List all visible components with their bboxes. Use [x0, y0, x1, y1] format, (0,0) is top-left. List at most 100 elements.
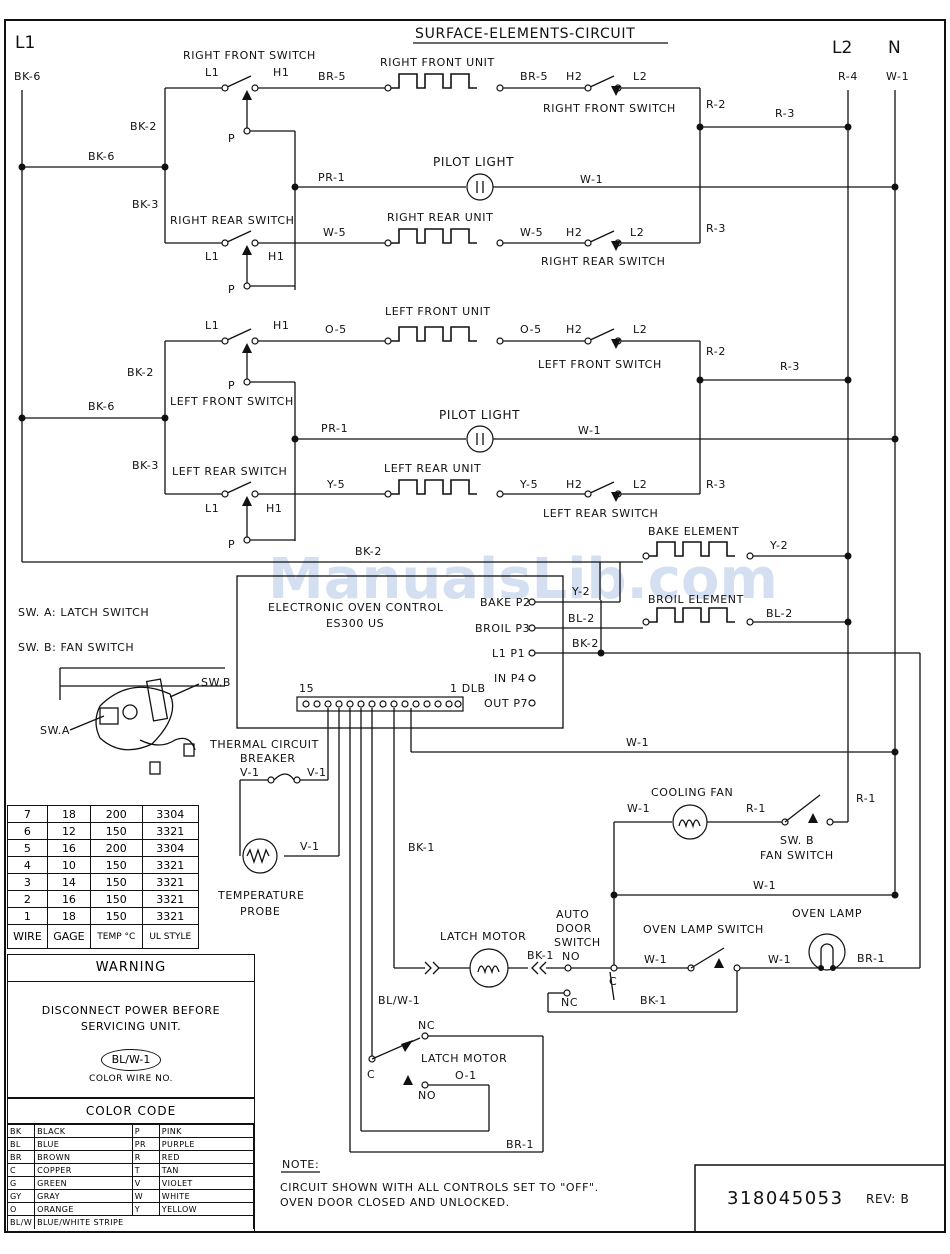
- n-label: N: [888, 38, 901, 58]
- upper-surface-circuit: BK-6 BK-2 BK-3 RIGHT FRONT SWITCH L1 H1 …: [18, 49, 899, 296]
- table-cell: 5: [7, 839, 48, 857]
- note-line-1: CIRCUIT SHOWN WITH ALL CONTROLS SET TO "…: [280, 1181, 599, 1194]
- wire-label: R-1: [856, 792, 876, 805]
- wire-label: R-2: [706, 345, 726, 358]
- table-cell: 16: [46, 890, 92, 908]
- warning-line-2: SERVICING UNIT.: [80, 1020, 182, 1033]
- pilot-light-label: PILOT LIGHT: [433, 155, 514, 169]
- page-border: [4, 19, 946, 1233]
- table-cell: 6: [7, 822, 48, 840]
- terminal-label: H2: [566, 478, 582, 491]
- table-cell: BL: [8, 1137, 36, 1151]
- terminal-label: NC: [561, 996, 578, 1009]
- component-label: PROBE: [240, 905, 280, 918]
- element-label: LEFT REAR UNIT: [384, 462, 481, 475]
- table-cell: 150: [90, 873, 143, 891]
- wire-sample-caption: COLOR WIRE NO.: [89, 1074, 173, 1084]
- switch-label: LEFT FRONT SWITCH: [538, 358, 662, 371]
- sketch-label-swb: SW.B: [201, 676, 231, 689]
- table-cell: 14: [46, 873, 92, 891]
- terminal-label: P: [228, 283, 235, 296]
- element-label: BAKE ELEMENT: [648, 525, 739, 538]
- wire-label: O-1: [455, 1069, 477, 1082]
- wire-label: Y-5: [519, 478, 538, 491]
- pilot-light-label: PILOT LIGHT: [439, 408, 520, 422]
- wire-label: BR-1: [857, 952, 885, 965]
- table-cell: GY: [8, 1189, 36, 1203]
- wire-label: BK-2: [127, 366, 154, 379]
- table-cell: BR: [8, 1150, 36, 1164]
- wire-label: BK-1: [640, 994, 667, 1007]
- wire-label: BK-1: [408, 841, 435, 854]
- terminal-label: P: [228, 379, 235, 392]
- l1-label: L1: [15, 33, 35, 53]
- table-cell: W: [132, 1189, 160, 1203]
- table-cell: 2: [7, 890, 48, 908]
- pin-label: IN P4: [494, 672, 526, 685]
- table-cell: 150: [90, 907, 143, 925]
- table-cell: 3321: [141, 822, 200, 840]
- table-cell: TAN: [159, 1163, 255, 1177]
- wire-label: PR-1: [321, 422, 348, 435]
- table-cell: PR: [132, 1137, 160, 1151]
- table-cell: 200: [90, 805, 143, 823]
- table-header-cell: UL STYLE: [141, 924, 200, 949]
- table-cell: R: [132, 1150, 160, 1164]
- table-cell: 3321: [141, 890, 200, 908]
- title-block: [694, 1164, 946, 1233]
- table-cell: 3321: [141, 907, 200, 925]
- switch-label: RIGHT FRONT SWITCH: [183, 49, 316, 62]
- terminal-label: L2: [633, 70, 647, 83]
- pin-label: BROIL P3: [475, 622, 530, 635]
- pin-label: OUT P7: [484, 697, 528, 710]
- table-cell: 1: [7, 907, 48, 925]
- wire-label: R-3: [706, 478, 726, 491]
- table-cell: BLACK: [34, 1124, 133, 1138]
- table-cell: 12: [46, 822, 92, 840]
- wire-label: BK-2: [355, 545, 382, 558]
- wire-label: V-1: [300, 840, 320, 853]
- table-cell: C: [8, 1163, 36, 1177]
- table-cell: WHITE: [159, 1189, 255, 1203]
- wire-label: W-5: [520, 226, 543, 239]
- table-cell: 18: [46, 805, 92, 823]
- sketch-label-swa: SW.A: [40, 724, 70, 737]
- wire-label: O-5: [325, 323, 347, 336]
- electronic-oven-control: [236, 575, 564, 729]
- part-number: 318045053: [727, 1188, 844, 1209]
- wire-label: V-1: [307, 766, 327, 779]
- wire-label: O-5: [520, 323, 542, 336]
- revision: REV: B: [866, 1192, 909, 1206]
- note-line-2: OVEN DOOR CLOSED AND UNLOCKED.: [280, 1196, 510, 1209]
- switch-label: RIGHT REAR SWITCH: [170, 214, 295, 227]
- table-cell: COPPER: [34, 1163, 133, 1177]
- table-cell: 3304: [141, 805, 200, 823]
- table-cell: RED: [159, 1150, 255, 1164]
- connector-pin-label: 1 DLB: [450, 682, 486, 695]
- connector-pin-label: 15: [299, 682, 314, 695]
- table-header-cell: TEMP °C: [90, 924, 143, 949]
- component-label: DOOR: [556, 922, 592, 935]
- table-header-cell: WIRE: [7, 924, 48, 949]
- wire-label: BK-1: [527, 949, 554, 962]
- pin-label: L1 P1: [492, 647, 525, 660]
- wire-label: W-1: [768, 953, 791, 966]
- wire-table-header: WIRE GAGE TEMP °C UL STYLE: [7, 924, 200, 949]
- wire-label: R-3: [706, 222, 726, 235]
- wire-label: R-4: [838, 70, 858, 83]
- table-cell: YELLOW: [159, 1202, 255, 1216]
- table-cell: 3: [7, 873, 48, 891]
- table-cell: 3321: [141, 873, 200, 891]
